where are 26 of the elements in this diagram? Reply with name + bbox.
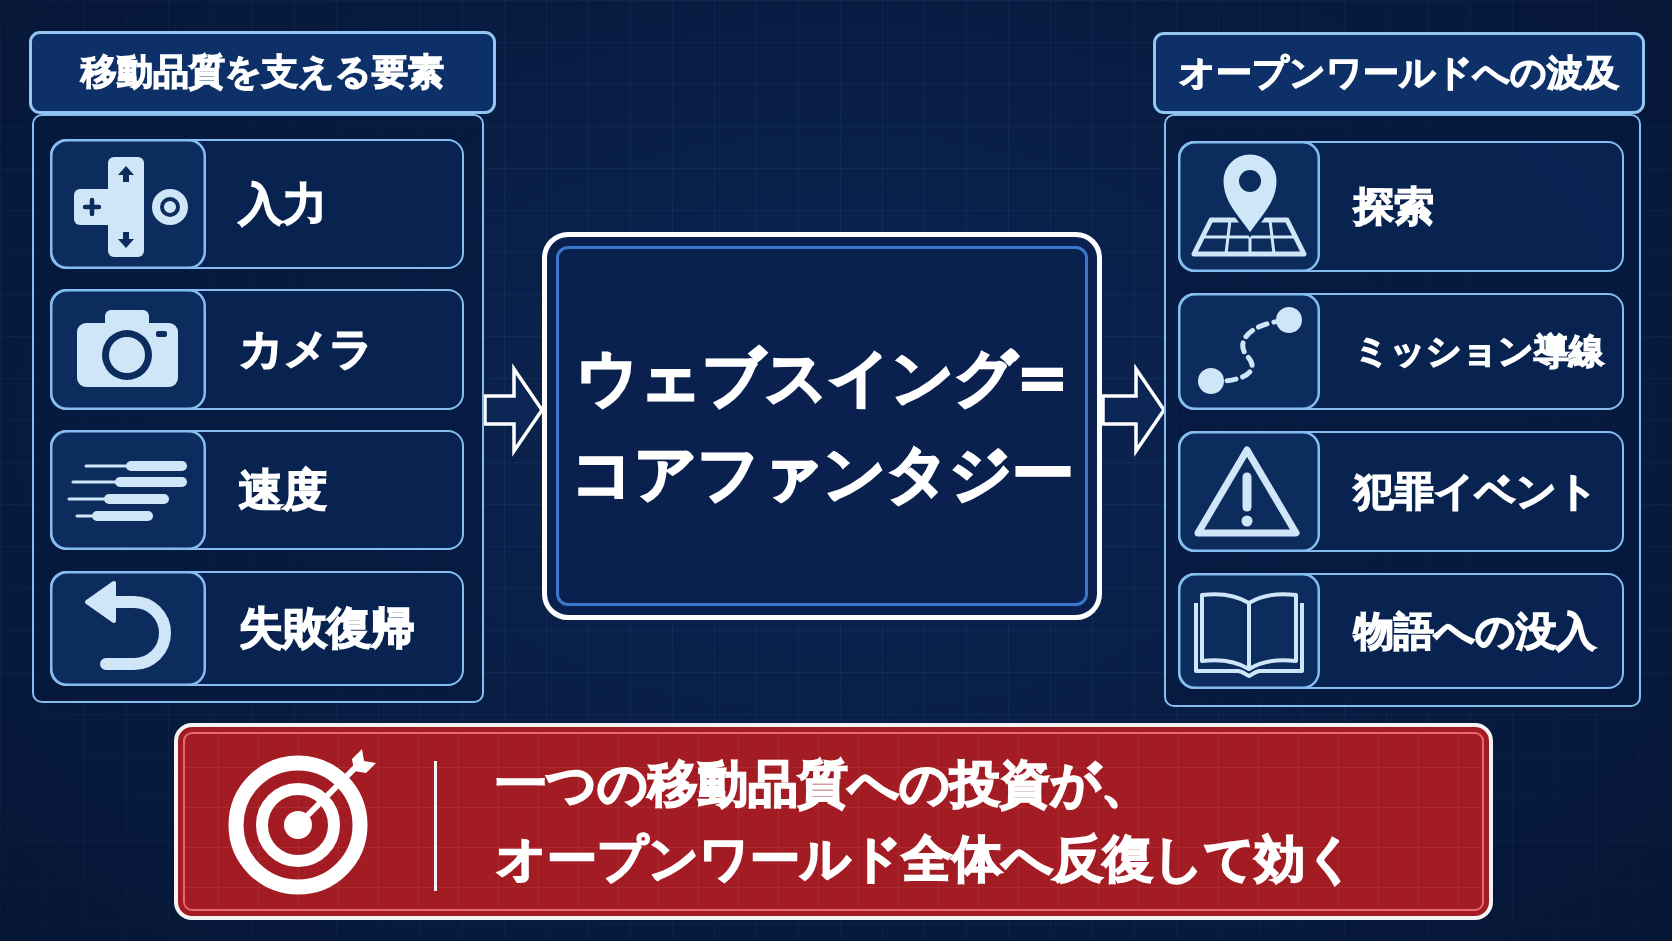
core-box bbox=[542, 232, 1102, 620]
group-panel bbox=[1153, 32, 1645, 707]
item-label: 速度 bbox=[238, 462, 327, 517]
panel-header: オープンワールドへの波及 bbox=[1153, 32, 1645, 114]
group-panel bbox=[29, 31, 496, 703]
list-item-box bbox=[50, 289, 464, 410]
item-label: 物語への没入 bbox=[1353, 606, 1596, 656]
list-item-box bbox=[1178, 141, 1624, 272]
block-arrow bbox=[1101, 363, 1167, 457]
core-text: ウェブスイング=コアファンタジー bbox=[569, 339, 1075, 512]
banner-box bbox=[174, 723, 1493, 920]
list-item-box bbox=[50, 571, 464, 686]
list-item-box bbox=[50, 139, 464, 269]
banner-text: 一つの移動品質への投資が、オープンワールド全体へ反復して効く bbox=[496, 753, 1357, 890]
panel-header: 移動品質を支える要素 bbox=[29, 31, 496, 114]
list-item-box bbox=[50, 430, 464, 550]
item-label: 入力 bbox=[238, 176, 327, 231]
list-item-box bbox=[1178, 431, 1624, 552]
item-label: 犯罪イベント bbox=[1353, 467, 1598, 516]
item-label: 探索 bbox=[1353, 182, 1434, 231]
item-label: カメラ bbox=[238, 322, 374, 376]
list-item-box bbox=[1178, 573, 1624, 689]
list-item-box bbox=[1178, 293, 1624, 410]
block-arrow bbox=[483, 363, 545, 457]
item-label: 失敗復帰 bbox=[238, 601, 415, 655]
item-label: ミッション導線 bbox=[1353, 330, 1604, 373]
